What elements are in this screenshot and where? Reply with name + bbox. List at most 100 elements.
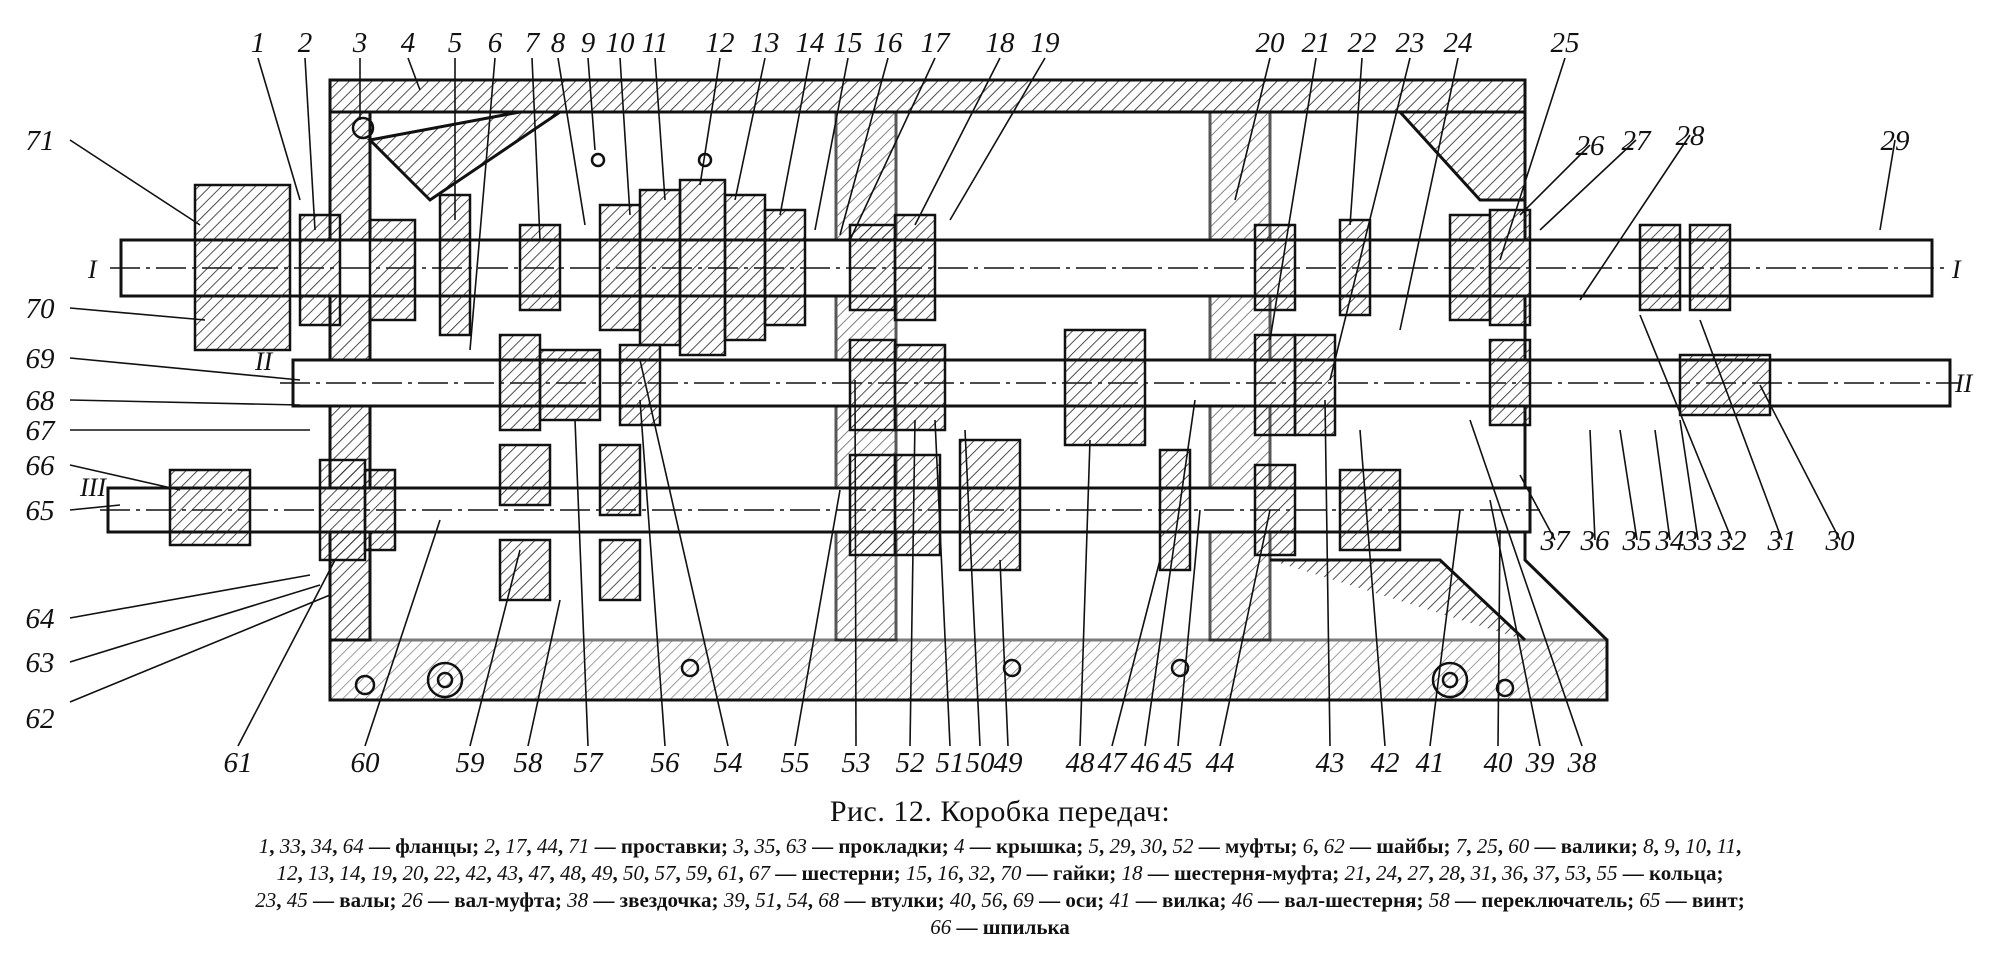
leader-line-58 bbox=[527, 599, 561, 747]
base-bolts bbox=[351, 116, 1515, 699]
leader-line-62 bbox=[69, 594, 331, 703]
leader-line-52 bbox=[909, 419, 916, 747]
part-label-53: 53 bbox=[842, 747, 871, 779]
leader-line-60 bbox=[364, 519, 441, 747]
part-label-17: 17 bbox=[921, 27, 952, 59]
part-label-42: 42 bbox=[1371, 747, 1400, 779]
part-label-47: 47 bbox=[1098, 747, 1129, 779]
part-label-66: 66 bbox=[26, 450, 56, 482]
leader-line-16 bbox=[839, 57, 889, 236]
part-label-5: 5 bbox=[448, 27, 463, 59]
part-label-57: 57 bbox=[574, 747, 605, 779]
leader-line-13 bbox=[734, 57, 766, 201]
caption-legend: 1, 33, 34, 64 — фланцы; 2, 17, 44, 71 — … bbox=[0, 833, 2000, 941]
leader-line-42 bbox=[1359, 429, 1386, 747]
part-label-3: 3 bbox=[352, 27, 368, 59]
part-label-43: 43 bbox=[1316, 747, 1345, 779]
part-label-16: 16 bbox=[874, 27, 904, 59]
caption-title: Рис. 12. Коробка передач: bbox=[829, 795, 1171, 828]
leader-line-70 bbox=[69, 307, 206, 321]
part-label-62: 62 bbox=[26, 703, 55, 735]
leader-line-27 bbox=[1539, 139, 1637, 231]
part-label-27: 27 bbox=[1622, 125, 1653, 157]
part-label-68: 68 bbox=[26, 385, 56, 417]
leader-line-31 bbox=[1699, 319, 1783, 541]
part-label-30: 30 bbox=[1825, 525, 1856, 557]
part-label-37: 37 bbox=[1540, 525, 1572, 557]
leader-line-9 bbox=[587, 57, 596, 151]
part-label-54: 54 bbox=[714, 747, 743, 779]
part-label-61: 61 bbox=[224, 747, 253, 779]
housing-rib bbox=[366, 110, 565, 202]
shaft-mark-I-left: I bbox=[87, 255, 98, 284]
part-label-7: 7 bbox=[525, 27, 541, 59]
leader-line-63 bbox=[69, 584, 321, 663]
part-label-2: 2 bbox=[298, 27, 313, 59]
leader-line-8 bbox=[557, 57, 586, 226]
part-label-67: 67 bbox=[26, 415, 57, 447]
part-label-14: 14 bbox=[796, 27, 825, 59]
leader-line-38 bbox=[1469, 419, 1583, 747]
leader-line-25 bbox=[1499, 57, 1566, 261]
leader-line-54 bbox=[639, 359, 729, 747]
part-label-11: 11 bbox=[642, 27, 669, 59]
housing-base bbox=[328, 638, 1609, 702]
part-label-13: 13 bbox=[751, 27, 780, 59]
leader-line-39 bbox=[1489, 499, 1541, 747]
figure-caption: Рис. 12. Коробка передач: 1, 33, 34, 64 … bbox=[0, 795, 2000, 941]
leader-line-49 bbox=[999, 559, 1009, 747]
leader-line-29 bbox=[1879, 139, 1896, 231]
part-label-12: 12 bbox=[706, 27, 735, 59]
caption-line: 12, 13, 14, 19, 20, 22, 42, 43, 47, 48, … bbox=[276, 861, 1724, 885]
leader-line-23 bbox=[1329, 57, 1411, 381]
part-label-34: 34 bbox=[1655, 525, 1685, 557]
part-label-70: 70 bbox=[26, 293, 56, 325]
shaft-marks: I I II II III bbox=[79, 255, 1974, 502]
part-label-22: 22 bbox=[1348, 27, 1377, 59]
leader-line-22 bbox=[1349, 57, 1363, 226]
leader-line-68 bbox=[69, 399, 301, 406]
leader-line-26 bbox=[1519, 144, 1591, 216]
leader-line-51 bbox=[934, 419, 951, 747]
leader-line-1 bbox=[257, 57, 301, 201]
part-label-4: 4 bbox=[401, 27, 416, 59]
part-label-38: 38 bbox=[1567, 747, 1598, 779]
part-label-56: 56 bbox=[651, 747, 681, 779]
leader-line-15 bbox=[814, 57, 849, 231]
leader-line-71 bbox=[69, 139, 201, 226]
leader-line-66 bbox=[69, 464, 181, 491]
leader-line-64 bbox=[69, 574, 311, 619]
part-label-10: 10 bbox=[606, 27, 636, 59]
leader-line-12 bbox=[699, 57, 721, 186]
part-label-21: 21 bbox=[1302, 27, 1331, 59]
leader-line-33 bbox=[1679, 419, 1699, 541]
leader-line-24 bbox=[1399, 57, 1459, 331]
leader-line-53 bbox=[854, 379, 857, 747]
part-label-51: 51 bbox=[936, 747, 965, 779]
part-label-23: 23 bbox=[1396, 27, 1425, 59]
flange-left bbox=[193, 183, 292, 352]
caption-line: 66 — шпилька bbox=[930, 915, 1070, 939]
part-label-31: 31 bbox=[1767, 525, 1797, 557]
leader-line-69 bbox=[69, 357, 301, 381]
leader-line-65 bbox=[69, 504, 121, 511]
shaft-mark-I-right: I bbox=[1951, 255, 1962, 284]
leader-line-46 bbox=[1144, 399, 1196, 747]
shaft-mark-II-left: II bbox=[254, 347, 274, 376]
leader-line-20 bbox=[1234, 57, 1271, 201]
part-label-50: 50 bbox=[966, 747, 996, 779]
part-label-25: 25 bbox=[1551, 27, 1580, 59]
leader-line-35 bbox=[1619, 429, 1638, 541]
leader-line-41 bbox=[1429, 509, 1461, 747]
leader-line-4 bbox=[407, 57, 421, 91]
part-label-52: 52 bbox=[896, 747, 925, 779]
leader-line-50 bbox=[964, 429, 981, 747]
leader-line-43 bbox=[1324, 399, 1331, 747]
leader-line-57 bbox=[574, 419, 589, 747]
leader-line-44 bbox=[1219, 509, 1271, 747]
part-label-63: 63 bbox=[26, 647, 55, 679]
leader-line-11 bbox=[654, 57, 666, 201]
part-label-71: 71 bbox=[26, 125, 55, 157]
part-label-40: 40 bbox=[1484, 747, 1514, 779]
gears-and-bearings bbox=[168, 178, 1772, 602]
